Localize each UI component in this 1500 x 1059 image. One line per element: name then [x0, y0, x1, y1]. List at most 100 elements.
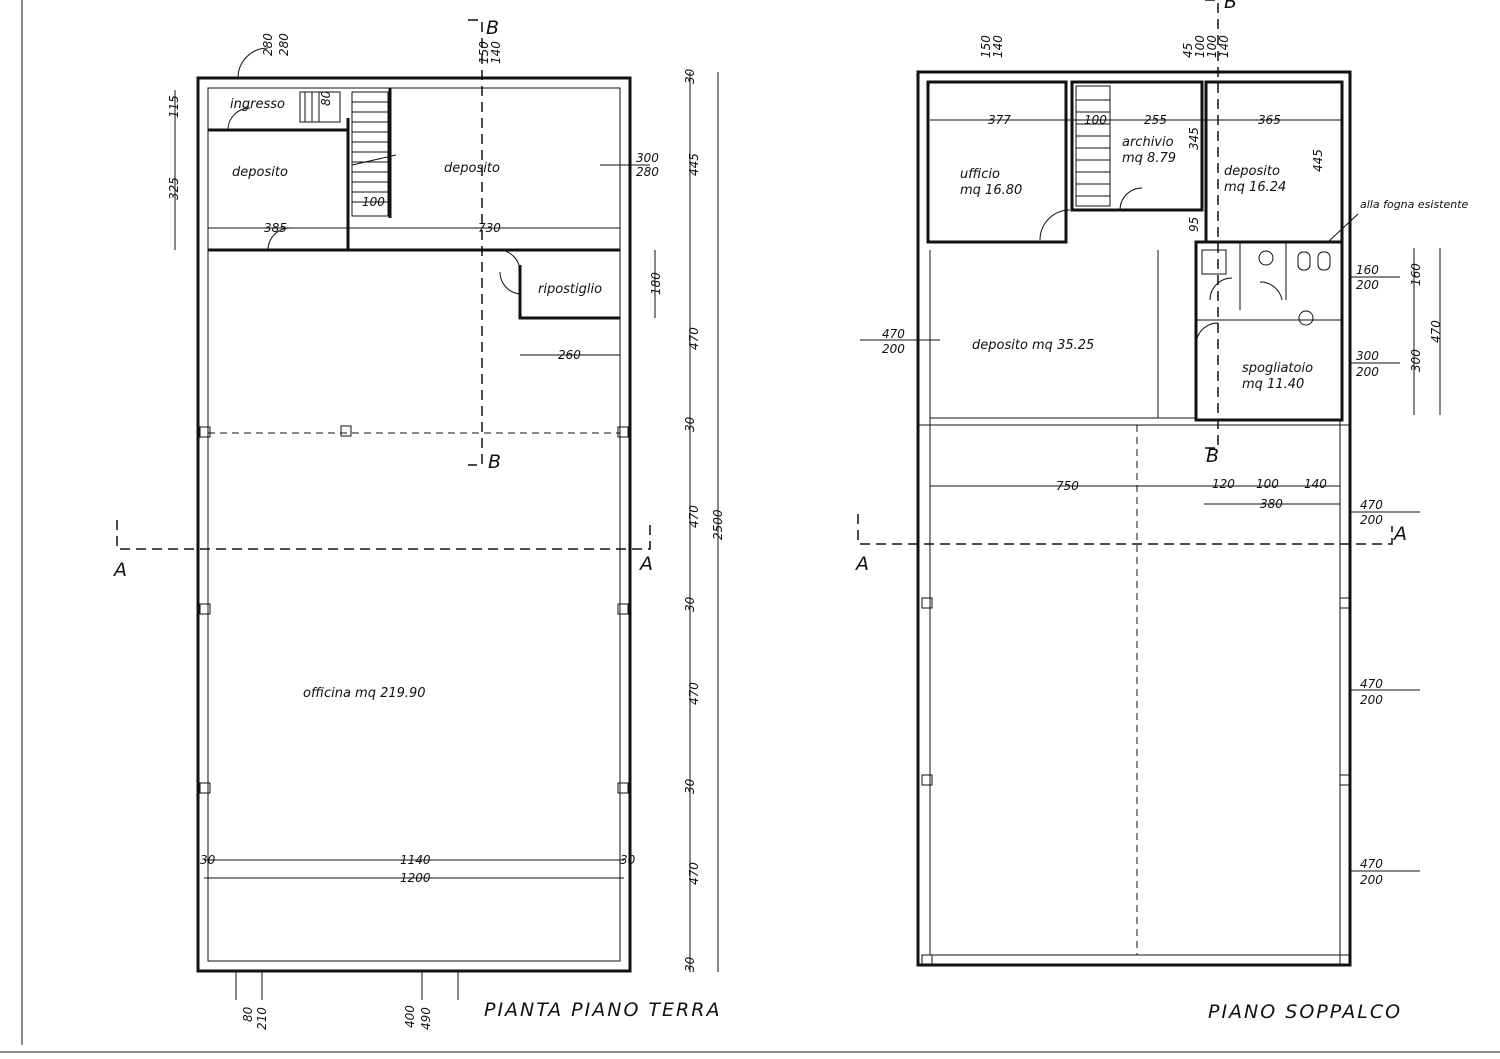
- gf-column: [617, 603, 629, 615]
- gf-ripostiglio-walls: [518, 265, 620, 320]
- gf-section-b-bottom: B: [488, 451, 501, 473]
- gf-dim-label: 30: [683, 778, 697, 794]
- mz-archivio-walls: [1070, 80, 1204, 212]
- gf-dim-label: 280: [261, 33, 275, 56]
- mz-outer-wall: [916, 70, 1352, 967]
- gf-dim-label: 385: [264, 221, 287, 235]
- mz-room-deposito-big: deposito mq 35.25: [972, 338, 1094, 353]
- gf-column: [199, 426, 211, 438]
- mz-dim-label: 365: [1258, 113, 1281, 127]
- mz-dim-label: 150: [979, 35, 993, 58]
- gf-dim-label: 30: [200, 853, 216, 867]
- mz-dim-label: 200: [1360, 513, 1383, 527]
- gf-door-swing: [499, 249, 521, 271]
- mz-toilet: [1317, 251, 1331, 271]
- gf-dim-label: 280: [277, 33, 291, 56]
- mz-dim-label: 470: [882, 327, 905, 341]
- gf-dim-label: 490: [419, 1007, 433, 1030]
- mz-dim-label: 160: [1356, 263, 1379, 277]
- mz-dim-label: 255: [1144, 113, 1167, 127]
- mz-dim-label: 200: [1360, 873, 1383, 887]
- gf-dim-label: 30: [683, 68, 697, 84]
- mz-section-a-right: A: [1392, 523, 1407, 545]
- gf-dim-label: 80: [241, 1006, 255, 1022]
- mz-dim-label: 200: [1360, 693, 1383, 707]
- gf-dim-label: 470: [687, 327, 701, 350]
- gf-dim-label: 445: [687, 153, 701, 176]
- mz-room-deposito-area: mq 16.24: [1224, 180, 1286, 195]
- mz-dim-label: 140: [991, 35, 1005, 58]
- mz-section-b-bottom: B: [1206, 445, 1219, 467]
- mz-dim-label: 100: [1193, 35, 1207, 58]
- gf-section-a-line: [116, 520, 651, 550]
- mz-dim-label: 377: [988, 113, 1011, 127]
- mz-shower: [1201, 249, 1227, 275]
- gf-dim-label: 400: [403, 1005, 417, 1028]
- mz-room-archivio: archivio: [1122, 135, 1174, 150]
- mz-column: [921, 954, 933, 966]
- gf-section-a-left: A: [112, 559, 127, 581]
- mz-leader-line: [1327, 213, 1359, 243]
- mezzanine-plan: ufficio mq 16.80 archivio mq 8.79 deposi…: [854, 0, 1469, 1023]
- mz-section-b-top: B: [1224, 0, 1237, 13]
- mz-dim-label: 200: [1356, 278, 1379, 292]
- gf-inner-wall-line: [207, 87, 621, 962]
- mz-dim-label: 160: [1409, 263, 1423, 286]
- mz-door-swing: [1195, 322, 1219, 346]
- gf-dim-label: 730: [478, 221, 501, 235]
- mz-room-deposito: deposito: [1224, 164, 1280, 179]
- mz-dim-label: 100: [1205, 35, 1219, 58]
- gf-dim-label: 30: [683, 956, 697, 972]
- gf-outer-wall: [196, 76, 632, 973]
- gf-title: PIANTA PIANO TERRA: [484, 999, 721, 1021]
- gf-door-swing: [499, 271, 521, 295]
- gf-dim-label: 150: [477, 41, 491, 64]
- gf-dim-label: 470: [687, 505, 701, 528]
- gf-column: [199, 603, 211, 615]
- mz-dim-label: 95: [1187, 217, 1201, 232]
- mz-door-swing: [1209, 277, 1233, 301]
- gf-dim-label: 100: [362, 195, 385, 209]
- gf-room-deposito-left: deposito: [232, 165, 288, 180]
- mz-dim-label: 345: [1187, 127, 1201, 150]
- gf-column: [199, 782, 211, 794]
- mz-dim-label: 750: [1056, 479, 1079, 493]
- gf-dim-label: 470: [687, 862, 701, 885]
- gf-staircase: [299, 91, 397, 217]
- gf-dim-label: 210: [255, 1007, 269, 1030]
- gf-dim-label: 180: [649, 272, 663, 295]
- mz-staircase: [1075, 85, 1111, 207]
- mz-door-swing: [1039, 209, 1071, 241]
- gf-dim-label: 1140: [400, 853, 431, 867]
- mz-dim-label: 140: [1304, 477, 1327, 491]
- gf-section-b-top: B: [486, 17, 499, 39]
- mz-dim-label: 445: [1311, 149, 1325, 172]
- mz-dim-label: 200: [1356, 365, 1379, 379]
- gf-dim-label: 1200: [400, 871, 431, 885]
- mz-dim-label: 470: [1429, 320, 1443, 343]
- gf-dim-label: 30: [620, 853, 636, 867]
- mz-dim-label: 200: [882, 342, 905, 356]
- mz-dim-label: 470: [1360, 677, 1383, 691]
- gf-dim-label: 115: [167, 95, 181, 118]
- ground-floor-plan: ingresso deposito deposito ripostiglio o…: [112, 17, 725, 1030]
- mz-dim-label: 470: [1360, 857, 1383, 871]
- mz-sink: [1298, 310, 1314, 326]
- mz-note: alla fogna esistente: [1360, 198, 1469, 211]
- gf-section-a-right: A: [638, 553, 653, 575]
- mz-dim-label: 120: [1212, 477, 1235, 491]
- mz-room-spogliatoio: spogliatoio: [1242, 361, 1313, 376]
- mz-title: PIANO SOPPALCO: [1208, 1001, 1402, 1023]
- gf-dim-label: 260: [558, 348, 581, 362]
- gf-dim-label: 80: [319, 90, 333, 106]
- mz-dim-label: 470: [1360, 498, 1383, 512]
- mz-sink: [1258, 250, 1274, 266]
- mz-dim-label: 300: [1409, 349, 1423, 372]
- mz-ufficio-walls: [926, 80, 1068, 244]
- mz-dim-label: 100: [1084, 113, 1107, 127]
- gf-dim-label: 470: [687, 682, 701, 705]
- mz-column: [1339, 954, 1351, 966]
- mz-dim-label: 140: [1217, 35, 1231, 58]
- gf-column: [617, 782, 629, 794]
- mz-dim-label: 380: [1260, 497, 1283, 511]
